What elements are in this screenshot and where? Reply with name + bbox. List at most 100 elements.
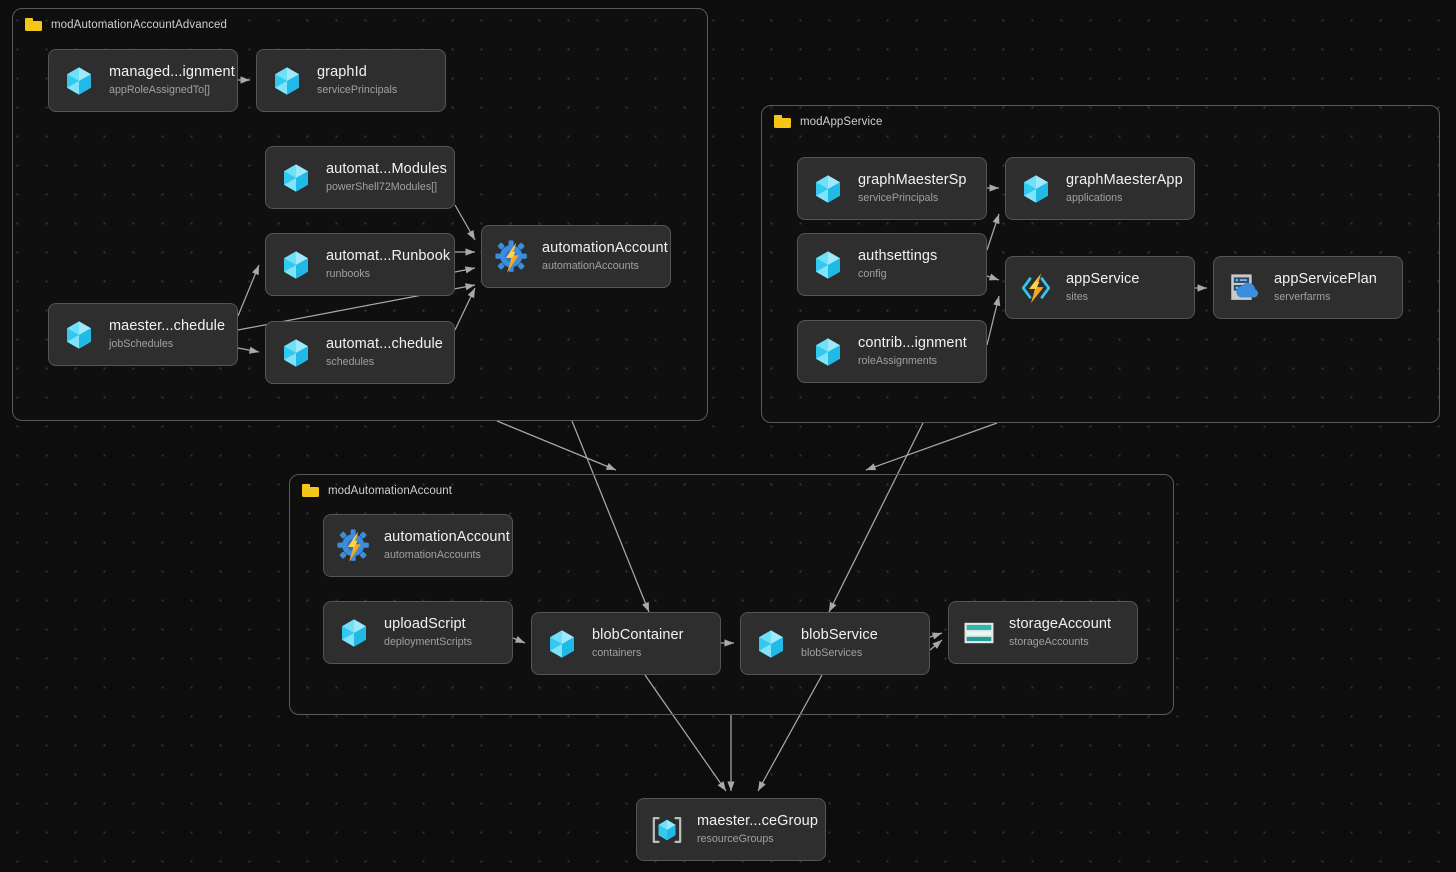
storage-account-icon [962, 616, 996, 650]
azure-cube-icon [337, 616, 371, 650]
node-subtitle: containers [592, 647, 642, 660]
node-subtitle: automationAccounts [384, 549, 481, 562]
node-title: graphId [317, 64, 367, 81]
node-text: storageAccount storageAccounts [1009, 615, 1111, 650]
automation-account-icon [495, 239, 529, 274]
node-title: blobContainer [592, 627, 684, 644]
azure-cube-icon [816, 337, 840, 366]
node-title: automationAccount [542, 240, 668, 257]
azure-cube-icon [275, 66, 299, 95]
node-authsettings[interactable]: authsettings config [797, 233, 987, 296]
node-automationAccount[interactable]: automationAccount automationAccounts [323, 514, 513, 577]
azure-cube-icon [270, 64, 304, 98]
node-automationAccountAdv[interactable]: automationAccount automationAccounts [481, 225, 671, 288]
node-title: storageAccount [1009, 616, 1112, 633]
node-text: blobService blobServices [801, 626, 878, 661]
node-subtitle: powerShell72Modules[] [326, 181, 438, 194]
node-storageAccount[interactable]: storageAccount storageAccounts [948, 601, 1138, 664]
azure-cube-icon [811, 172, 845, 206]
azure-cube-icon [342, 618, 366, 647]
node-automationRunbook[interactable]: automat...Runbook runbooks [265, 233, 455, 296]
node-text: maester...ceGroup resourceGroups [697, 812, 818, 847]
node-title: uploadScript [384, 616, 466, 633]
node-text: contrib...ignment roleAssignments [858, 334, 967, 369]
node-text: managed...ignment appRoleAssignedTo[] [109, 63, 235, 98]
node-text: uploadScript deploymentScripts [384, 615, 472, 650]
azure-cube-icon [816, 250, 840, 279]
node-title: authsettings [858, 248, 938, 265]
app-service-plan-icon [1227, 271, 1261, 305]
group-title: modAppService [800, 115, 883, 128]
azure-cube-icon [284, 250, 308, 279]
azure-cube-icon [67, 320, 91, 349]
node-title: maester...chedule [109, 318, 226, 335]
node-subtitle: deploymentScripts [384, 636, 472, 649]
node-subtitle: serverfarms [1274, 291, 1331, 304]
node-managedIdentityAssignment[interactable]: managed...ignment appRoleAssignedTo[] [48, 49, 238, 112]
node-contributorAssignment[interactable]: contrib...ignment roleAssignments [797, 320, 987, 383]
automation-account-icon [337, 528, 371, 563]
node-text: graphMaesterSp servicePrincipals [858, 171, 967, 206]
group-title: modAutomationAccount [328, 484, 453, 497]
node-title: managed...ignment [109, 64, 235, 81]
node-graphMaesterApp[interactable]: graphMaesterApp applications [1005, 157, 1195, 220]
node-uploadScript[interactable]: uploadScript deploymentScripts [323, 601, 513, 664]
azure-cube-icon [811, 248, 845, 282]
node-subtitle: sites [1066, 291, 1088, 304]
node-title: maester...ceGroup [697, 813, 818, 830]
azure-cube-icon [550, 629, 574, 658]
azure-cube-icon [279, 336, 313, 370]
node-automationModules[interactable]: automat...Modules powerShell72Modules[] [265, 146, 455, 209]
group-modAutomationAccount[interactable]: modAutomationAccount [289, 474, 1174, 715]
node-graphMaesterSp[interactable]: graphMaesterSp servicePrincipals [797, 157, 987, 220]
node-subtitle: resourceGroups [697, 833, 774, 846]
azure-cube-icon [284, 163, 308, 192]
node-subtitle: appRoleAssignedTo[] [109, 84, 211, 97]
folder-icon [774, 115, 791, 128]
azure-cube-icon [1019, 172, 1053, 206]
azure-cube-icon [811, 335, 845, 369]
node-text: appService sites [1066, 270, 1140, 305]
azure-cube-icon [67, 66, 91, 95]
node-title: automat...Runbook [326, 248, 451, 265]
node-appService[interactable]: appService sites [1005, 256, 1195, 319]
node-title: appService [1066, 271, 1140, 288]
node-subtitle: applications [1066, 192, 1123, 205]
node-title: automat...chedule [326, 336, 443, 353]
azure-cube-icon [759, 629, 783, 658]
node-title: automationAccount [384, 529, 510, 546]
node-text: automat...chedule schedules [326, 335, 443, 370]
node-subtitle: schedules [326, 356, 375, 369]
node-blobService[interactable]: blobService blobServices [740, 612, 930, 675]
azure-cube-icon [62, 318, 96, 352]
node-text: automat...Runbook runbooks [326, 247, 451, 282]
app-service-plan-icon [1231, 273, 1259, 300]
azure-cube-icon [62, 64, 96, 98]
node-title: appServicePlan [1274, 271, 1377, 288]
group-title: modAutomationAccountAdvanced [51, 18, 228, 31]
group-header: modAutomationAccountAdvanced [25, 18, 227, 31]
automation-account-icon [337, 528, 369, 562]
group-header: modAutomationAccount [302, 484, 452, 497]
azure-cube-icon [816, 174, 840, 203]
node-text: authsettings config [858, 247, 937, 282]
app-service-icon [1019, 271, 1053, 305]
azure-cube-icon [284, 338, 308, 367]
group-header: modAppService [774, 115, 882, 128]
edge-arrowhead [758, 780, 766, 791]
node-graphId[interactable]: graphId servicePrincipals [256, 49, 446, 112]
azure-cube-icon [279, 248, 313, 282]
node-maesterResourceGroup[interactable]: maester...ceGroup resourceGroups [636, 798, 826, 861]
node-text: automationAccount automationAccounts [384, 528, 510, 563]
node-subtitle: blobServices [801, 647, 863, 660]
node-automationSchedule[interactable]: automat...chedule schedules [265, 321, 455, 384]
resource-group-icon [652, 816, 682, 843]
node-maesterJobSchedule[interactable]: maester...chedule jobSchedules [48, 303, 238, 366]
azure-cube-icon [1024, 174, 1048, 203]
node-subtitle: jobSchedules [109, 338, 174, 351]
node-subtitle: automationAccounts [542, 260, 639, 273]
node-title: automat...Modules [326, 161, 447, 178]
node-blobContainer[interactable]: blobContainer containers [531, 612, 721, 675]
node-appServicePlan[interactable]: appServicePlan serverfarms [1213, 256, 1403, 319]
